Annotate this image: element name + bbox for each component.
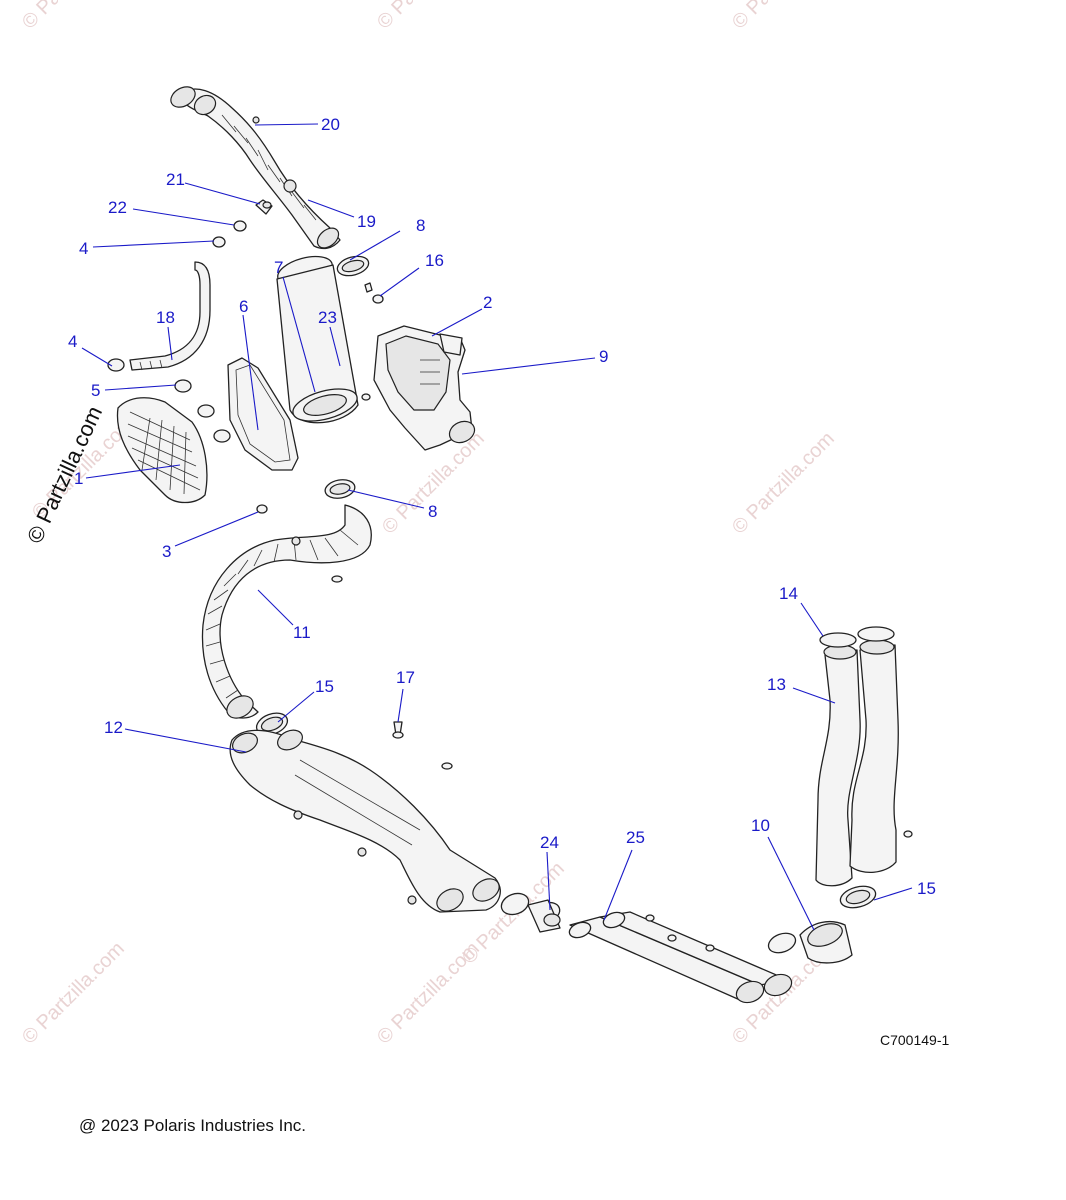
fitting-21 (255, 199, 273, 215)
watermark-tl: © Partzilla.com (18, 0, 129, 34)
callout-18: 18 (156, 308, 175, 327)
callout-8-lower: 8 (428, 502, 437, 521)
airbox-housing (373, 325, 476, 451)
callout-5: 5 (91, 381, 100, 400)
drawing-number: C700149-1 (880, 1032, 950, 1048)
clamp-15-left (255, 712, 289, 736)
clamp-8-lower (324, 479, 356, 499)
callout-1: 1 (74, 469, 83, 488)
watermark-bl: © Partzilla.com (18, 938, 129, 1049)
callout-4-upper: 4 (79, 239, 88, 258)
callout-9: 9 (599, 347, 608, 366)
callout-11: 11 (293, 623, 311, 642)
callout-17: 17 (396, 668, 415, 687)
callout-19: 19 (357, 212, 376, 231)
callout-21: 21 (166, 170, 185, 189)
clamps-14 (819, 626, 895, 648)
callout-8-upper: 8 (416, 216, 425, 235)
callout-labels: 20 21 19 22 8 4 16 7 2 6 18 23 4 9 5 1 8… (68, 115, 936, 898)
twin-tubes-25 (568, 911, 793, 1004)
callout-14: 14 (779, 584, 798, 603)
screw-small-right (903, 830, 913, 838)
clamp-15-right (839, 885, 877, 909)
coupler-24 (500, 892, 561, 933)
callout-24: 24 (540, 833, 559, 852)
callout-23: 23 (318, 308, 337, 327)
y-duct-12 (229, 729, 501, 913)
watermark-main: © Partzilla.com (22, 402, 107, 547)
callout-25: 25 (626, 828, 645, 847)
callout-15-left: 15 (315, 677, 334, 696)
screws-17 (331, 575, 453, 770)
fitting-16 (364, 282, 384, 304)
callout-6: 6 (239, 297, 248, 316)
breather-hose (129, 261, 211, 371)
callout-3: 3 (162, 542, 171, 561)
twin-tubes-13 (815, 639, 899, 887)
elbow-10 (767, 921, 853, 964)
clips-5 (174, 379, 231, 443)
callout-7: 7 (274, 258, 283, 277)
intake-duct-curved (201, 504, 372, 719)
watermark-tr: © Partzilla.com (728, 0, 839, 34)
callout-20: 20 (321, 115, 340, 134)
callout-15-right: 15 (917, 879, 936, 898)
callout-10: 10 (751, 816, 770, 835)
watermark-mr: © Partzilla.com (728, 428, 839, 539)
clamp-8-upper (336, 255, 370, 277)
air-filter (276, 255, 359, 424)
leader-lines (81, 123, 913, 931)
airbox-cover (116, 397, 208, 504)
callout-4-lower: 4 (68, 332, 77, 351)
screw-3 (256, 504, 268, 514)
callout-13: 13 (767, 675, 786, 694)
callout-2: 2 (483, 293, 492, 312)
small-clamps (107, 220, 247, 372)
callout-22: 22 (108, 198, 127, 217)
gasket (227, 357, 299, 471)
intake-duct-upper (170, 86, 341, 250)
callout-12: 12 (104, 718, 123, 737)
watermark-tc: © Partzilla.com (373, 0, 484, 34)
callout-16: 16 (425, 251, 444, 270)
copyright-notice: @ 2023 Polaris Industries Inc. (79, 1116, 307, 1135)
